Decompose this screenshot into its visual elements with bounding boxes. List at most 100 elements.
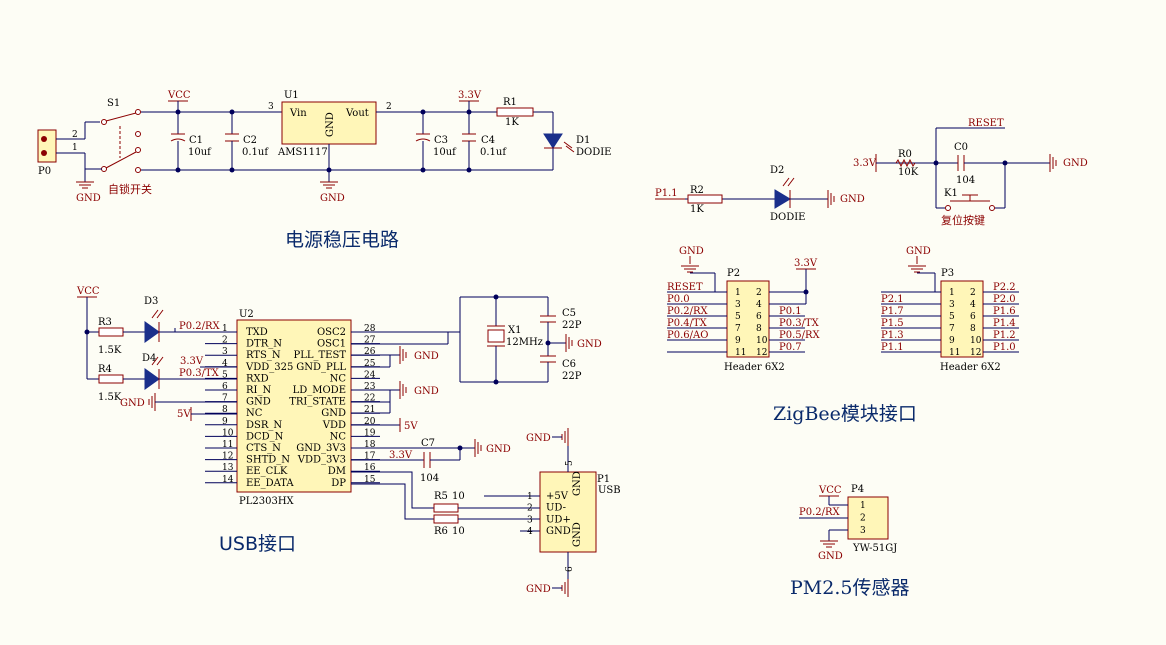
r1-resistor	[496, 107, 534, 117]
u2-pin-name: NC	[246, 408, 263, 419]
d3-led	[144, 321, 160, 343]
d1-val: DODIE	[576, 147, 611, 158]
c3-val: 10uf	[433, 147, 457, 158]
r4-resistor	[98, 374, 124, 384]
p1-pin-name: +5V	[546, 491, 569, 502]
p2-gnd-label: GND	[679, 246, 704, 257]
r5-ref: R5	[434, 491, 448, 502]
p2-right-net: P0.3/TX	[779, 318, 820, 329]
p2-pin-1: 1	[735, 288, 741, 298]
c5-ref: C5	[562, 308, 576, 319]
d1-led	[543, 133, 563, 149]
p2-pin-5: 5	[735, 312, 741, 322]
p2-pin-7: 7	[735, 324, 741, 334]
u2-pin-5: 5	[222, 370, 228, 380]
u2-pin-name: NC	[330, 431, 347, 442]
u2-mode-gnd-label: GND	[414, 386, 439, 397]
p1-pin-name: UD+	[546, 514, 571, 525]
k1-desc: 复位按键	[941, 213, 985, 227]
reset-net-label: RESET	[968, 118, 1004, 129]
u2-pin-25: 25	[364, 359, 376, 369]
u2-pin-name: TXD	[246, 327, 268, 338]
d2-val: DODIE	[770, 212, 805, 223]
p4-rx-label: P0.2/RX	[799, 507, 841, 518]
p3-header: GND P3 Header 6X2 13P2.15P1.77P1.59P1.31…	[881, 246, 1019, 373]
r3-resistor	[98, 327, 124, 337]
p1-usb-body	[539, 471, 597, 553]
c6-ref: C6	[562, 359, 576, 370]
u2-pin-8: 8	[222, 405, 228, 415]
p4-pin-3: 3	[860, 526, 866, 536]
u2-pin-7: 7	[222, 394, 228, 404]
power-section-title: 电源稳压电路	[285, 229, 399, 251]
p3-right-net: P1.4	[993, 318, 1016, 329]
k1-ref: K1	[944, 188, 958, 199]
u2-pin-name: DSR_N	[246, 420, 282, 431]
u2-pin-20: 20	[364, 417, 376, 427]
r3-val: 1.5K	[98, 345, 122, 356]
c7-val: 104	[420, 473, 439, 484]
u2-pin-name: DP	[331, 478, 346, 489]
p2-body	[726, 280, 770, 358]
p0-ref: P0	[38, 166, 51, 177]
p4-section: P4 YW-51GJ VCC P0.2/RX GND	[799, 484, 897, 562]
u2-pin-name: VDD_3V3	[297, 455, 346, 466]
s1-desc: 自锁开关	[108, 182, 152, 196]
p4-body	[847, 496, 889, 540]
r6-val: 10	[452, 526, 465, 537]
c5-val: 22P	[562, 320, 582, 331]
u1-ref: U1	[284, 90, 299, 101]
p2-v33-label: 3.3V	[794, 258, 818, 269]
p2-pin-11: 11	[735, 348, 746, 358]
u1-part: AMS1117	[277, 147, 328, 158]
p2-pin-6: 6	[756, 312, 762, 322]
r0-resistor	[895, 158, 916, 168]
pm25-section-title: PM2.5传感器	[790, 577, 909, 599]
p3-left-net: P1.5	[881, 318, 904, 329]
u2-pin-22: 22	[364, 394, 375, 404]
r2-resistor	[687, 194, 723, 204]
osc-gnd-label: GND	[577, 339, 602, 350]
c7-ref: C7	[421, 438, 435, 449]
p3-right-net: P2.0	[993, 294, 1016, 305]
x1-val: 12MHz	[506, 337, 543, 348]
p4-pin-2: 2	[860, 514, 866, 524]
u2-pin-name: TRI_STATE	[289, 397, 346, 408]
u1-gnd-label: GND	[320, 193, 345, 204]
p3-gnd-label: GND	[906, 246, 931, 257]
p3-pin-10: 10	[970, 336, 982, 346]
u2-pin-15: 15	[364, 475, 376, 485]
p2-left-net: P0.0	[667, 294, 690, 305]
u2-pin-3: 3	[222, 347, 228, 357]
p3-left-net: P1.1	[881, 342, 904, 353]
d3-ref: D3	[144, 296, 158, 307]
p1-shield-gnd-a: GND	[572, 471, 583, 496]
u2-pin-name: NC	[330, 373, 347, 384]
p3-pin-7: 7	[949, 324, 955, 334]
u2-pin-17: 17	[364, 452, 376, 462]
u2-pin7-gnd-label: GND	[120, 398, 145, 409]
r5-resistor	[433, 503, 459, 513]
p3-right-net: P1.6	[993, 306, 1016, 317]
usb-section-title: USB接口	[219, 533, 296, 555]
u1-vin: Vin	[289, 108, 307, 119]
u2-pin-26: 26	[364, 347, 376, 357]
u2-part: PL2303HX	[239, 496, 295, 507]
u2-pin-name: OSC1	[317, 339, 346, 350]
s1-switch: S1 自锁开关	[101, 98, 152, 196]
u1-vout: Vout	[345, 108, 369, 119]
c1-val: 10uf	[188, 147, 212, 158]
p2-pin-8: 8	[756, 324, 762, 334]
u2-pin-21: 21	[364, 405, 375, 415]
d3-net-label: P0.2/RX	[179, 321, 221, 332]
p2-pin-3: 3	[735, 300, 741, 310]
usb-peripherals: VCC R3 1.5K R4 1.5K D3 D4 P0.2/RX P0.3/T…	[76, 286, 621, 598]
u2-pin8-5v-label: 5V	[177, 409, 191, 420]
p11-label: P1.1	[655, 188, 678, 199]
p1-pin5: 5	[565, 460, 575, 466]
p1-pin-name: UD-	[546, 503, 566, 514]
p2-pin-4: 4	[756, 300, 762, 310]
u2-body	[236, 319, 352, 493]
u2-pin-name: VDD	[322, 420, 346, 431]
